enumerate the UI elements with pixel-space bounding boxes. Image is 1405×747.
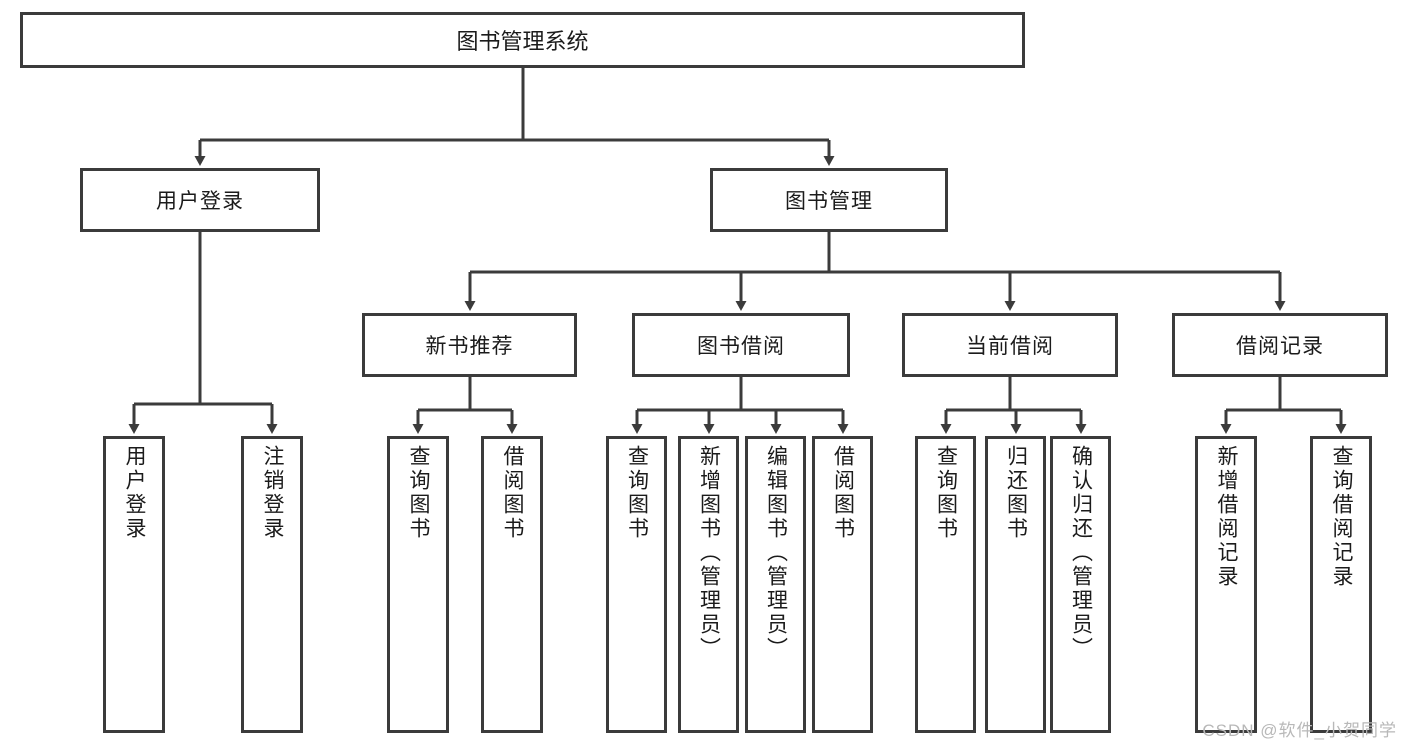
node-leaf_9[interactable]: 归还图书 — [985, 436, 1046, 733]
node-label: 新增借阅记录 — [1215, 445, 1239, 589]
node-label: 查询借阅记录 — [1330, 445, 1354, 589]
node-label: 查询图书 — [625, 445, 649, 541]
node-leaf_4[interactable]: 查询图书 — [606, 436, 667, 733]
node-label: 注销登录 — [261, 445, 285, 541]
node-l2_0[interactable]: 用户登录 — [80, 168, 320, 232]
node-leaf_3[interactable]: 借阅图书 — [481, 436, 543, 733]
node-label: 图书管理 — [785, 190, 873, 213]
node-label: 借阅图书 — [831, 445, 855, 541]
node-l3_1[interactable]: 图书借阅 — [632, 313, 850, 377]
node-leaf_11[interactable]: 新增借阅记录 — [1195, 436, 1257, 733]
node-label: 图书管理系统 — [456, 29, 589, 54]
node-root[interactable]: 图书管理系统 — [20, 12, 1025, 68]
node-label: 当前借阅 — [966, 335, 1054, 358]
node-leaf_5[interactable]: 新增图书（管理员） — [678, 436, 739, 733]
node-leaf_12[interactable]: 查询借阅记录 — [1310, 436, 1372, 733]
node-label: 新增图书（管理员） — [697, 445, 721, 661]
node-l3_0[interactable]: 新书推荐 — [362, 313, 577, 377]
node-label: 确认归还（管理员） — [1069, 445, 1093, 661]
node-l3_2[interactable]: 当前借阅 — [902, 313, 1118, 377]
watermark-label: CSDN @软件_小贺同学 — [1202, 721, 1397, 740]
node-leaf_10[interactable]: 确认归还（管理员） — [1050, 436, 1111, 733]
node-label: 查询图书 — [407, 445, 431, 541]
node-leaf_7[interactable]: 借阅图书 — [812, 436, 873, 733]
node-label: 查询图书 — [934, 445, 958, 541]
node-leaf_8[interactable]: 查询图书 — [915, 436, 976, 733]
node-label: 借阅图书 — [501, 445, 525, 541]
node-label: 归还图书 — [1004, 445, 1028, 541]
node-leaf_1[interactable]: 注销登录 — [241, 436, 303, 733]
node-leaf_0[interactable]: 用户登录 — [103, 436, 165, 733]
node-l2_1[interactable]: 图书管理 — [710, 168, 948, 232]
node-label: 图书借阅 — [697, 335, 785, 358]
node-label: 编辑图书（管理员） — [764, 445, 788, 661]
node-label: 用户登录 — [123, 445, 147, 541]
node-l3_3[interactable]: 借阅记录 — [1172, 313, 1388, 377]
node-label: 借阅记录 — [1236, 335, 1324, 358]
node-leaf_2[interactable]: 查询图书 — [387, 436, 449, 733]
node-label: 用户登录 — [156, 190, 244, 213]
node-label: 新书推荐 — [425, 335, 514, 358]
node-leaf_6[interactable]: 编辑图书（管理员） — [745, 436, 806, 733]
